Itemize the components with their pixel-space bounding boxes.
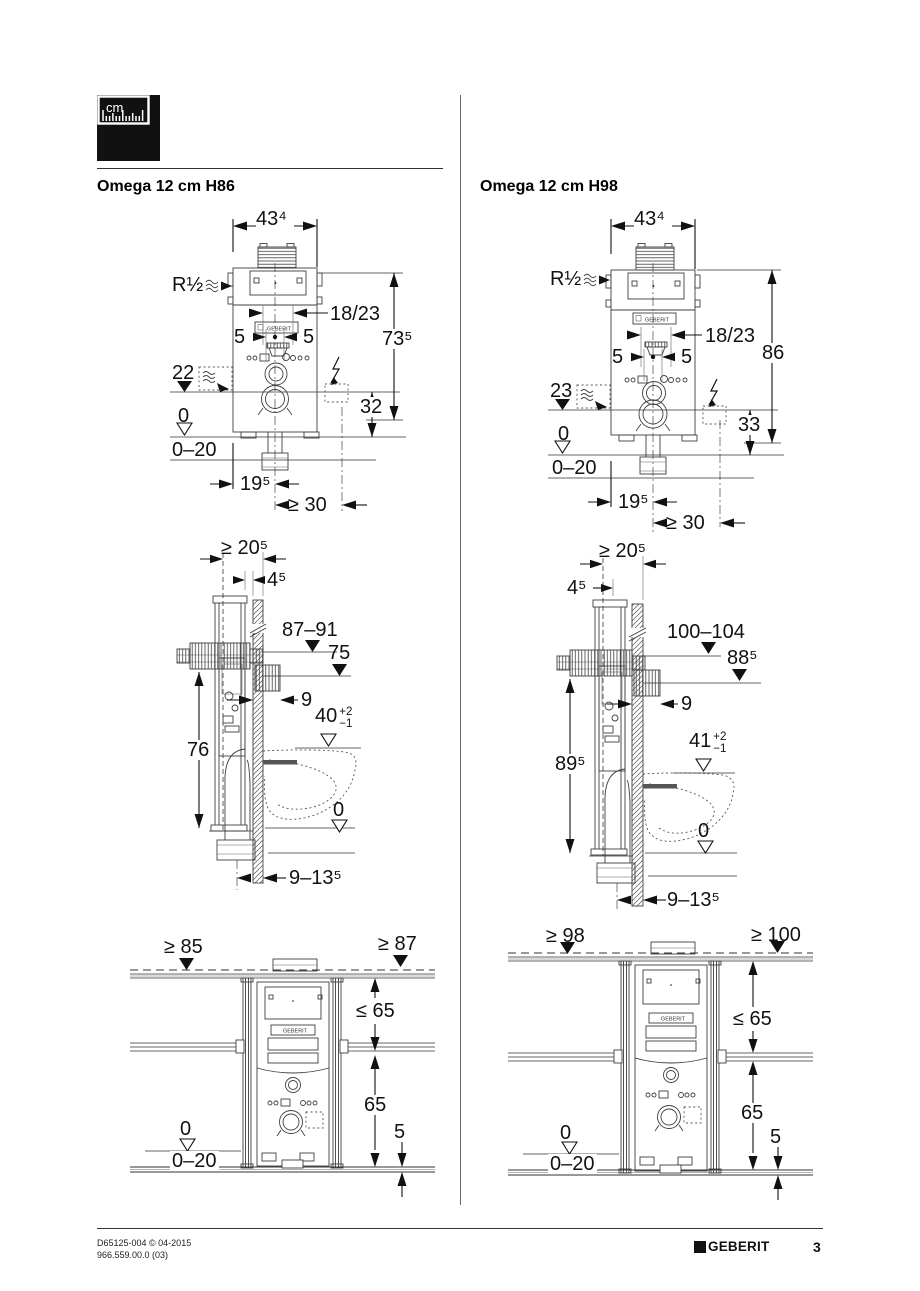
side-view-h98-drawing [556,556,761,912]
dim-height: 76 [185,739,212,761]
dim-top-range: 100–104 [667,621,745,643]
power-connection-icon [330,356,341,385]
frame-plate-label: GEBERIT [661,1017,686,1023]
dim-zero: 0 [180,1118,192,1140]
dim-min-left: ≥ 85 [164,936,203,958]
bowl-height-value: 40 [315,705,338,727]
dim-floor-range: 0–20 [172,439,217,461]
dim-zero: 0 [558,423,570,445]
header-rule [97,168,443,169]
dim-five-right: 5 [303,326,315,348]
geberit-logo-text: GEBERIT [708,1239,770,1254]
dim-lower: 65 [362,1094,389,1116]
dim-level: 23 [550,380,573,402]
dim-flush-distance: 18/23 [330,303,381,325]
dim-supply: R½ [172,274,204,296]
installation-h98-drawing: GEBERIT [508,941,813,1200]
dim-zero: 0 [560,1122,572,1144]
dim-drain-range: 9–13⁵ [667,889,720,911]
dim-wall-distance: 4⁵ [567,577,587,599]
front-view-h86-drawing: GEBERIT [170,219,406,513]
dim-level: 22 [172,362,195,384]
dim-floor-range: 0–20 [548,1153,597,1175]
bowl-height-tolerance: +2−1 [339,706,353,730]
frame-plate-label: GEBERIT [645,318,670,324]
dim-min-right: ≥ 87 [378,933,417,955]
footer-rule [97,1228,823,1229]
geberit-logo-square-icon [694,1240,706,1253]
dim-five-right: 5 [681,346,693,368]
dim-min-left: ≥ 98 [546,925,585,947]
dim-floor-range: 0–20 [170,1150,219,1172]
dim-wall-distance: 4⁵ [267,569,287,591]
water-supply-arrow-icon [583,273,610,287]
dim-drain-offset: 19⁵ [240,473,271,495]
water-flow-icon [202,371,229,392]
dim-min-depth: ≥ 20⁵ [599,540,647,562]
dim-outlet-distance: ≥ 30 [288,494,327,516]
side-view-h86-drawing [176,552,361,890]
figure-front-view-h86: GEBERIT [170,205,435,525]
figure-side-view-h86: ≥ 20⁵ 4⁵ 87–91 75 9 40 +2−1 76 0 9–13⁵ [165,538,395,903]
column-title-h86: Omega 12 cm H86 [97,178,235,195]
dim-height: 86 [760,342,787,364]
column-title-h98: Omega 12 cm H98 [480,178,618,195]
dim-supply: R½ [550,268,582,290]
dim-max-upper: ≤ 65 [733,1008,772,1030]
dim-width: 43⁴ [256,208,287,230]
dim-width: 43⁴ [634,208,665,230]
dim-depth: 9 [301,689,313,711]
water-flow-icon [580,389,607,410]
dim-lower: 65 [739,1102,766,1124]
dim-five-left: 5 [612,346,624,368]
dim-offset: 33 [736,414,763,436]
cm-unit-label: cm [106,100,124,115]
dim-floor-range: 0–20 [552,457,597,479]
bowl-height-value: 41 [689,730,712,752]
dim-max-upper: ≤ 65 [356,1000,395,1022]
figure-front-view-h98: GEBERIT [548,205,818,545]
dim-zero: 0 [333,799,345,821]
dim-height: 89⁵ [553,753,588,775]
dim-flush-distance: 18/23 [705,325,756,347]
dim-bowl-height: 40 +2−1 [315,706,352,730]
frame-plate-label: GEBERIT [283,1029,308,1035]
footer-doc-code: D65125-004 © 04-2015 [97,1238,192,1248]
dim-drain-range: 9–13⁵ [289,867,342,889]
figure-installation-h86: GEBERIT ≥ 85 ≥ 87 [130,925,435,1205]
figure-installation-h98: GEBERIT ≥ 98 ≥ 100 ≤ 6 [508,925,813,1207]
dim-top-range: 87–91 [282,619,338,641]
column-divider [460,95,461,1205]
power-connection-icon [708,378,719,407]
geberit-logo: GEBERIT [694,1239,769,1254]
installation-h86-drawing: GEBERIT [130,955,435,1197]
dim-min-right: ≥ 100 [751,924,801,946]
front-view-h98-drawing: GEBERIT [548,219,784,535]
dim-height: 73⁵ [380,328,415,350]
dim-base: 5 [394,1121,406,1143]
dim-bowl-height: 41 +2−1 [689,731,726,755]
cm-ruler-icon: cm [97,95,160,161]
dim-panel-height: 75 [328,642,351,664]
frame-plate-label: GEBERIT [267,327,292,333]
dim-min-depth: ≥ 20⁵ [221,537,269,559]
dim-panel-height: 88⁵ [727,647,758,669]
dim-zero: 0 [698,820,710,842]
dim-depth: 9 [681,693,693,715]
water-supply-arrow-icon [205,279,232,293]
figure-side-view-h98: ≥ 20⁵ 4⁵ 100–104 88⁵ 9 41 +2−1 89⁵ 0 9–1… [545,538,785,923]
dim-offset: 32 [358,396,385,418]
bowl-height-tolerance: +2−1 [713,731,727,755]
dim-drain-offset: 19⁵ [618,491,649,513]
dim-five-left: 5 [234,326,246,348]
dim-outlet-distance: ≥ 30 [666,512,705,534]
page-number: 3 [813,1239,821,1255]
dim-base: 5 [770,1126,782,1148]
footer-article-number: 966.559.00.0 (03) [97,1250,169,1260]
dim-zero: 0 [178,405,190,427]
